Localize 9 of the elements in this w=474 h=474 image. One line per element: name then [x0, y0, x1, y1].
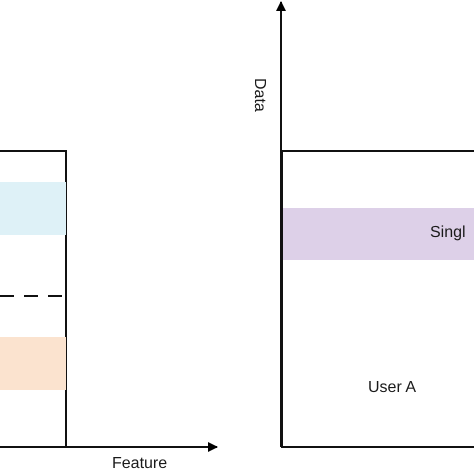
axis-label: Feature	[112, 455, 168, 473]
panel-frame	[0, 150, 67, 448]
shaded-band	[0, 337, 66, 390]
node-label: Singl	[430, 224, 466, 242]
shaded-band	[0, 182, 66, 235]
node-label: User A	[368, 379, 416, 397]
shaded-band	[283, 208, 474, 260]
axis-label: Data	[250, 78, 268, 112]
panel-frame	[281, 150, 474, 448]
